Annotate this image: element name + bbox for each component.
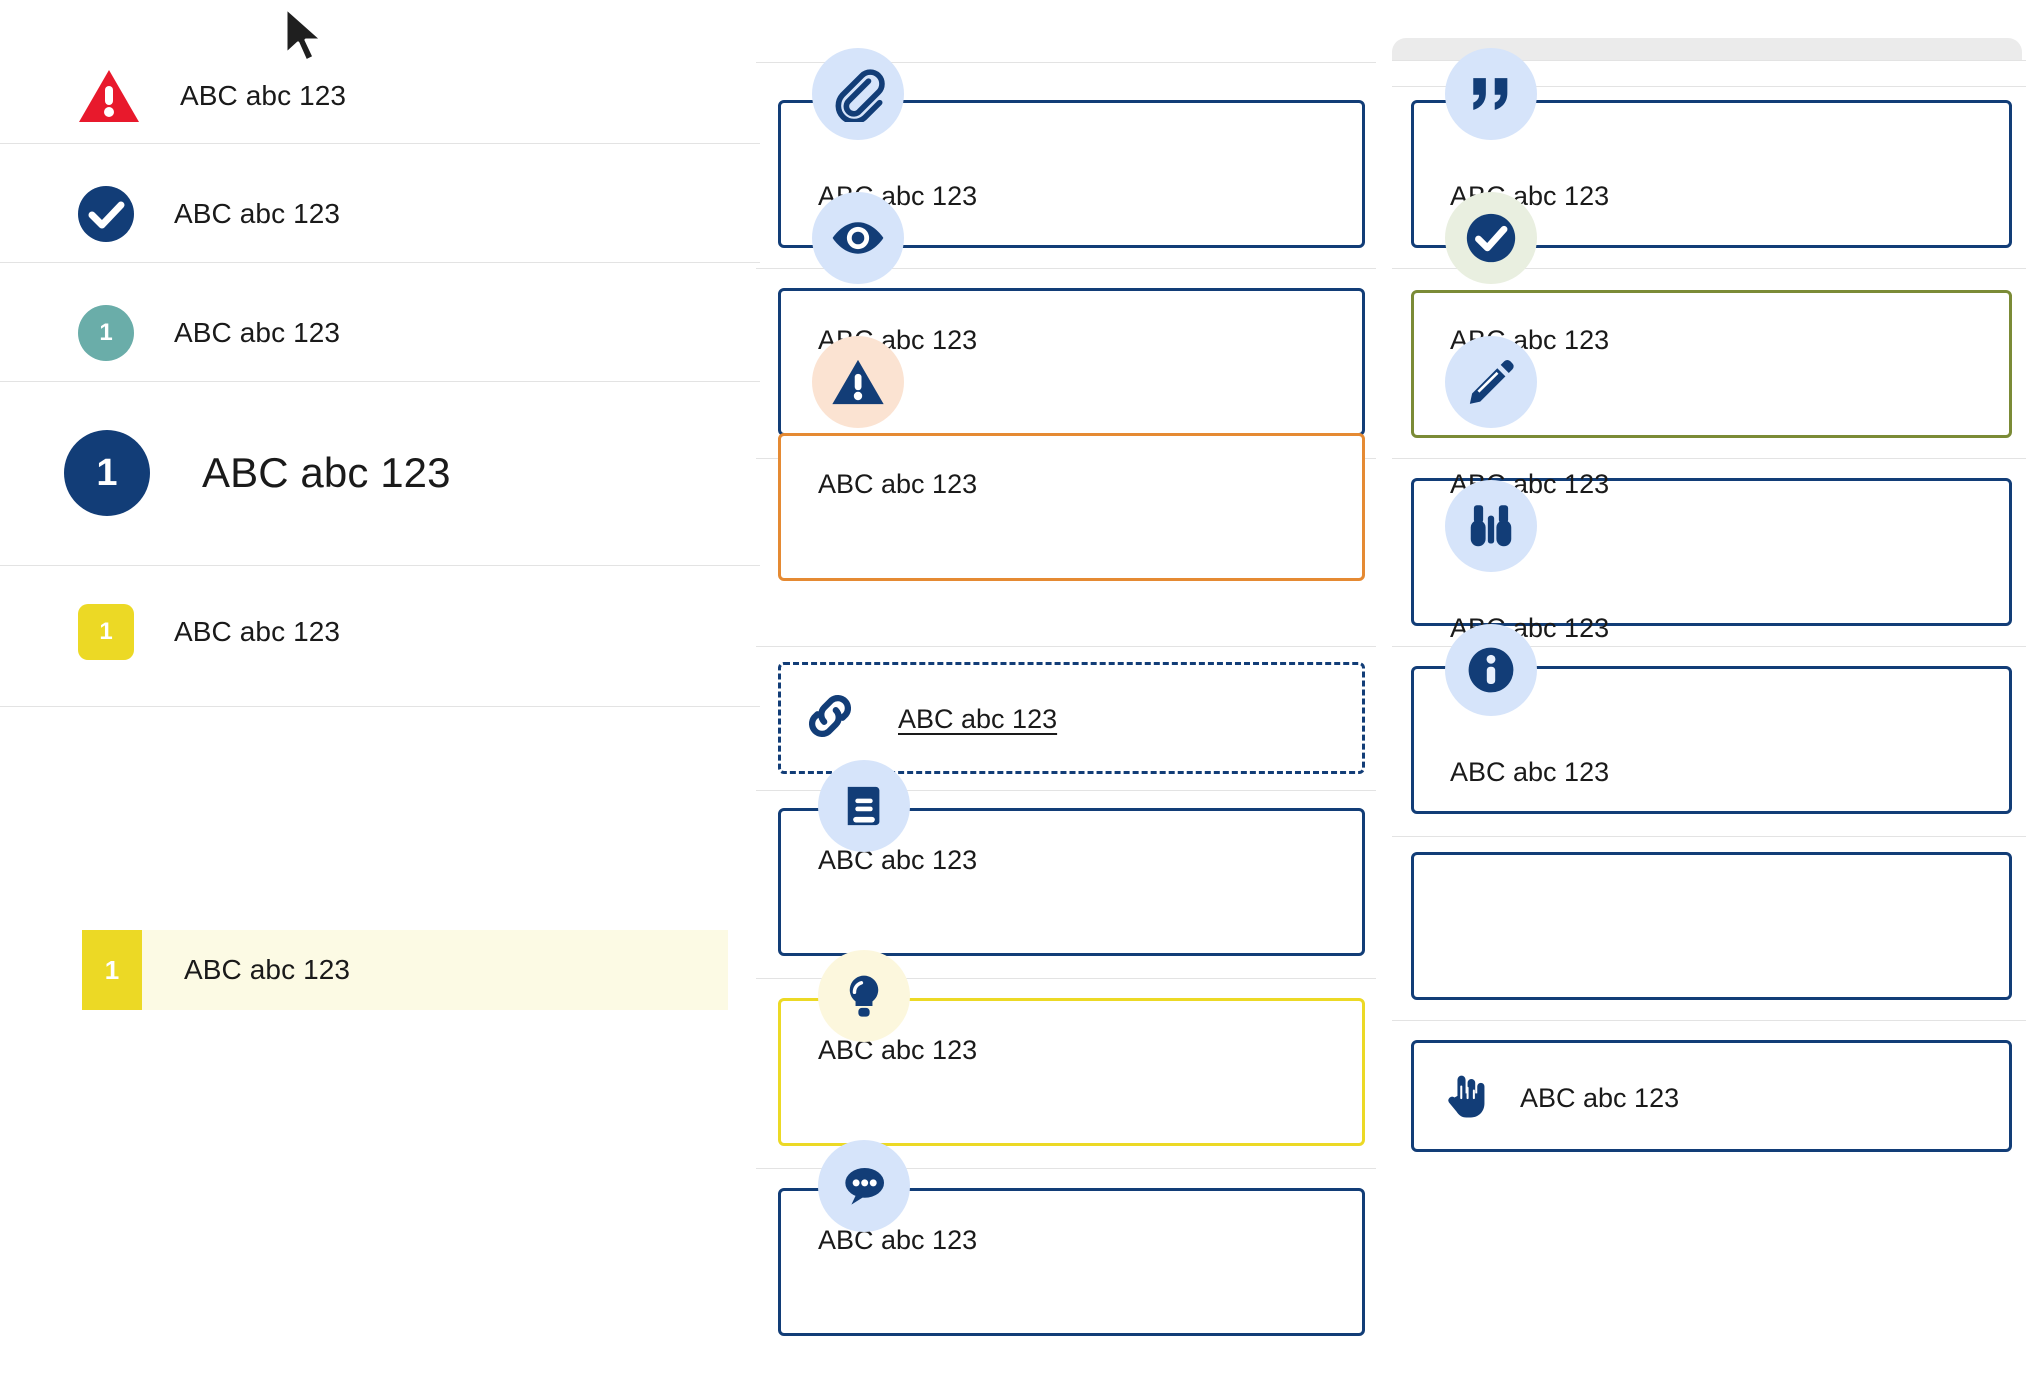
book-icon [847, 786, 880, 826]
sidebar-divider [0, 381, 760, 382]
sidebar-item-yellow-number[interactable]: 1 ABC abc 123 [0, 594, 760, 670]
card-rule [1392, 836, 2026, 837]
info-icon [1468, 647, 1514, 693]
sidebar-item-selected[interactable]: 1 ABC abc 123 [82, 930, 728, 1010]
sidebar: ABC abc 123 ABC abc 123 1 ABC abc 123 1 … [0, 0, 760, 1392]
card-tip-label: ABC abc 123 [818, 1035, 978, 1065]
speech-bubble-icon [845, 1168, 885, 1205]
hand-pointer-icon-bubble [1423, 1052, 1509, 1138]
card-link[interactable] [778, 662, 1365, 774]
panel-tab-decoration [1392, 38, 2022, 60]
eye-icon [832, 222, 884, 254]
binoculars-icon-bubble [1445, 480, 1537, 572]
card-rule [756, 978, 1376, 979]
quote-icon [1473, 78, 1508, 110]
card-comment-label: ABC abc 123 [818, 1225, 978, 1255]
card-info-label: ABC abc 123 [1450, 757, 1610, 787]
card-rule [756, 268, 1376, 269]
card-rule [1392, 1020, 2026, 1021]
sidebar-divider [0, 262, 760, 263]
lightbulb-icon [849, 975, 879, 1017]
card-rule [756, 62, 1376, 63]
warning-icon-bubble [812, 336, 904, 428]
card-observe[interactable] [1411, 666, 2012, 814]
card-action[interactable] [1411, 1040, 2012, 1152]
card-warning-label: ABC abc 123 [818, 469, 978, 499]
sidebar-item-label: ABC abc 123 [174, 616, 341, 647]
card-rule [1392, 268, 2026, 269]
paperclip-icon [835, 69, 885, 122]
info-icon-bubble [1445, 624, 1537, 716]
check-circle-icon-bubble [1445, 192, 1537, 284]
sidebar-item-primary-number[interactable]: 1 ABC abc 123 [0, 418, 760, 528]
sidebar-divider [0, 143, 760, 144]
sidebar-item-label: ABC abc 123 [202, 449, 451, 496]
card-rule [1392, 458, 2026, 459]
card-documentation[interactable] [778, 808, 1365, 956]
card-documentation-label: ABC abc 123 [818, 845, 978, 875]
pencil-icon [1469, 360, 1514, 404]
card-rule [1392, 86, 2026, 87]
quote-icon-bubble [1445, 48, 1537, 140]
sidebar-item-label: ABC abc 123 [174, 317, 341, 348]
book-icon-bubble [818, 760, 910, 852]
card-rule [756, 790, 1376, 791]
card-warning[interactable] [778, 433, 1365, 581]
warning-icon [832, 359, 884, 405]
sidebar-item-label: ABC abc 123 [174, 198, 341, 229]
sidebar-divider [0, 565, 760, 566]
number-badge-square-flat: 1 [82, 930, 142, 1010]
sidebar-item-label: ABC abc 123 [184, 954, 351, 985]
card-rule [756, 1168, 1376, 1169]
number-badge-circle-large: 1 [64, 430, 150, 516]
card-action-label: ABC abc 123 [1520, 1083, 1680, 1113]
sidebar-item-teal-number[interactable]: 1 ABC abc 123 [0, 295, 760, 371]
warning-triangle-icon [78, 68, 140, 124]
link-icon-bubble [790, 676, 870, 756]
pencil-icon-bubble [1445, 336, 1537, 428]
card-rule [756, 646, 1376, 647]
top-rule [1392, 60, 2026, 61]
sidebar-item-warning[interactable]: ABC abc 123 [0, 58, 760, 134]
paperclip-icon-bubble [812, 48, 904, 140]
eye-icon-bubble [812, 192, 904, 284]
binoculars-icon [1470, 505, 1512, 547]
speech-bubble-icon-bubble [818, 1140, 910, 1232]
number-badge-square: 1 [78, 604, 134, 660]
check-circle-icon [78, 186, 134, 242]
card-rule [1392, 646, 2026, 647]
lightbulb-icon-bubble [818, 950, 910, 1042]
card-link-label[interactable]: ABC abc 123 [898, 704, 1058, 734]
sidebar-item-label: ABC abc 123 [180, 80, 347, 111]
sidebar-item-check[interactable]: ABC abc 123 [0, 176, 760, 252]
mouse-cursor [284, 6, 324, 63]
sidebar-divider [0, 706, 760, 707]
link-icon [808, 694, 852, 738]
check-circle-icon [1466, 213, 1516, 263]
hand-pointer-icon [1448, 1075, 1485, 1118]
number-badge-circle: 1 [78, 305, 134, 361]
card-info[interactable] [1411, 852, 2012, 1000]
